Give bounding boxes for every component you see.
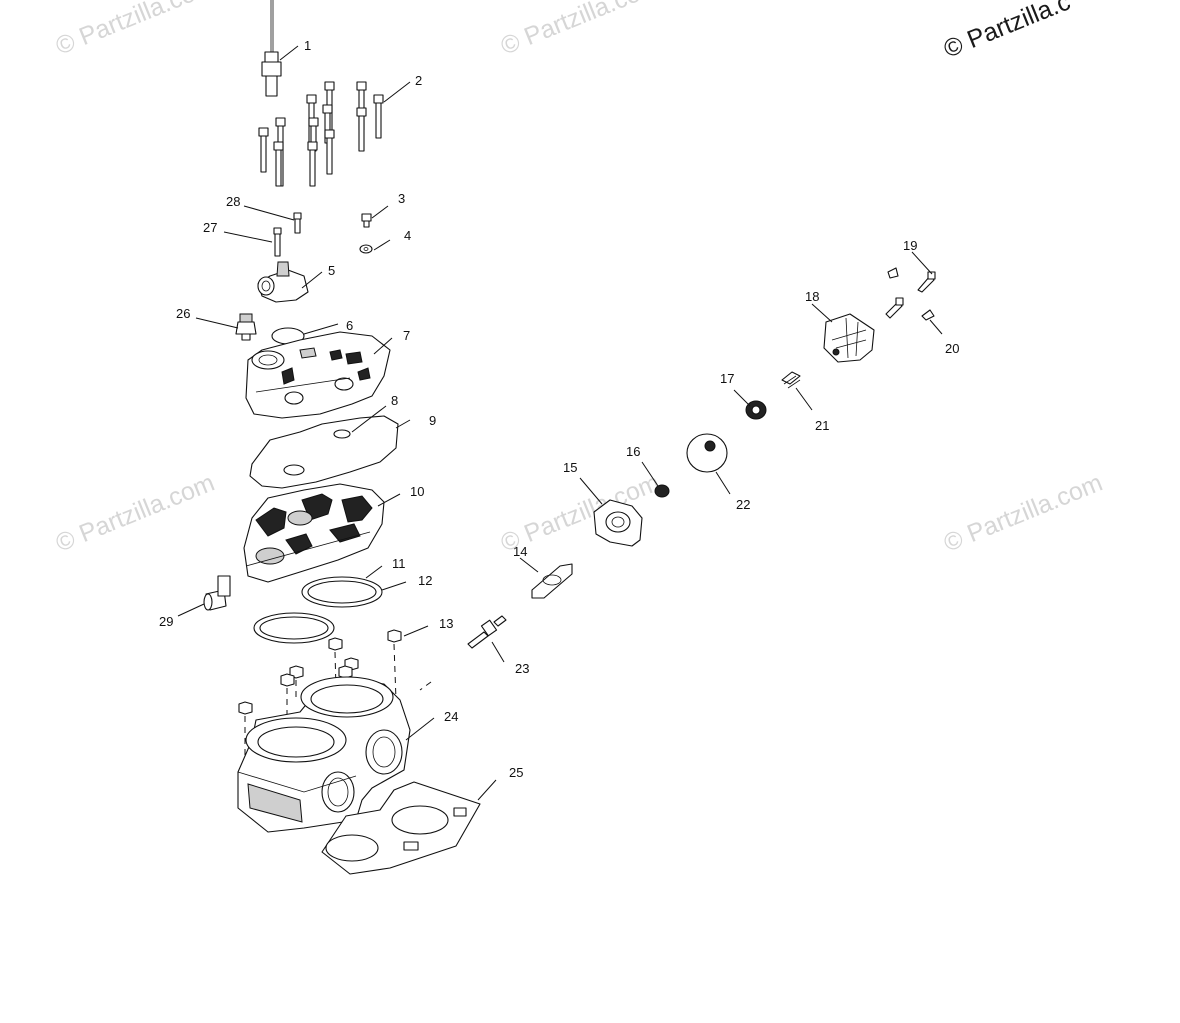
part-17-impeller	[745, 400, 767, 420]
nut	[328, 637, 343, 651]
part-20-screw	[921, 309, 935, 321]
callout-15: 15	[563, 460, 577, 475]
part-4-washer	[359, 244, 373, 254]
part-12c-o-ring	[259, 616, 329, 640]
callout-26: 26	[176, 306, 190, 321]
callout-5: 5	[328, 263, 335, 278]
part-2-head-bolts	[258, 81, 384, 187]
callout-9: 9	[429, 413, 436, 428]
callout-1: 1	[304, 38, 311, 53]
part-7-head-cover	[245, 331, 391, 419]
part-5-thermostat-housing	[257, 261, 309, 303]
bolt	[307, 141, 318, 187]
part-24-cylinder-block	[237, 676, 411, 833]
callout-16: 16	[626, 444, 640, 459]
callout-14: 14	[513, 544, 527, 559]
callout-7: 7	[403, 328, 410, 343]
callout-19: 19	[903, 238, 917, 253]
watermark-top-left: © Partzilla.com	[52, 0, 219, 61]
part-26-thermostat	[235, 313, 257, 341]
part-18-pump-cover	[823, 313, 875, 363]
callout-3: 3	[398, 191, 405, 206]
nut	[338, 665, 353, 679]
callout-10: 10	[410, 484, 424, 499]
callout-11: 11	[392, 556, 406, 571]
part-1-sensor	[261, 0, 282, 97]
bolt	[324, 129, 335, 175]
bolt	[373, 94, 384, 139]
part-27-screw	[273, 227, 282, 257]
callout-2: 2	[415, 73, 422, 88]
callout-4: 4	[404, 228, 411, 243]
part-19-screws	[885, 267, 936, 319]
callout-12: 12	[418, 573, 432, 588]
part-10-cylinder-head	[243, 483, 385, 583]
nut	[280, 673, 295, 687]
callout-21: 21	[815, 418, 829, 433]
callout-18: 18	[805, 289, 819, 304]
nut	[238, 701, 253, 715]
part-28-screw	[293, 212, 302, 234]
callout-25: 25	[509, 765, 523, 780]
part-29-elbow-fitting	[203, 575, 231, 611]
callout-22: 22	[736, 497, 750, 512]
watermark-middle-left: © Partzilla.com	[52, 468, 219, 557]
callout-20: 20	[945, 341, 959, 356]
callout-27: 27	[203, 220, 217, 235]
bolt	[273, 141, 284, 187]
part-22-impeller-cover	[686, 433, 728, 473]
callout-29: 29	[159, 614, 173, 629]
part-14-gasket	[531, 563, 573, 599]
watermark-layer: © Partzilla.com © Partzilla.com © Partzi…	[52, 0, 1107, 558]
callout-23: 23	[515, 661, 529, 676]
part-12-o-ring	[307, 580, 377, 604]
callout-labels: 1 2 3 4 5 6 7 8 9 10 11 12 13 14 15 16 1…	[159, 38, 959, 780]
bolt	[356, 107, 367, 152]
part-25-base-gasket	[321, 781, 481, 875]
watermark-middle-right: © Partzilla.com	[940, 468, 1107, 557]
part-15-pump-housing	[593, 499, 643, 547]
part-3-screw	[361, 213, 372, 228]
leader-lines	[177, 45, 943, 801]
callout-6: 6	[346, 318, 353, 333]
callout-8: 8	[391, 393, 398, 408]
nut	[387, 629, 402, 643]
part-21-spring	[781, 371, 801, 389]
watermark-top-right: © Partzilla.c	[940, 0, 1074, 64]
part-9-cover-gasket	[249, 415, 399, 489]
bolt	[258, 127, 269, 173]
callout-28: 28	[226, 194, 240, 209]
part-16-seal	[654, 484, 670, 498]
callout-17: 17	[720, 371, 734, 386]
callout-24: 24	[444, 709, 458, 724]
watermark-top-center: © Partzilla.com	[497, 0, 664, 61]
part-23-fitting	[467, 615, 507, 649]
callout-13: 13	[439, 616, 453, 631]
